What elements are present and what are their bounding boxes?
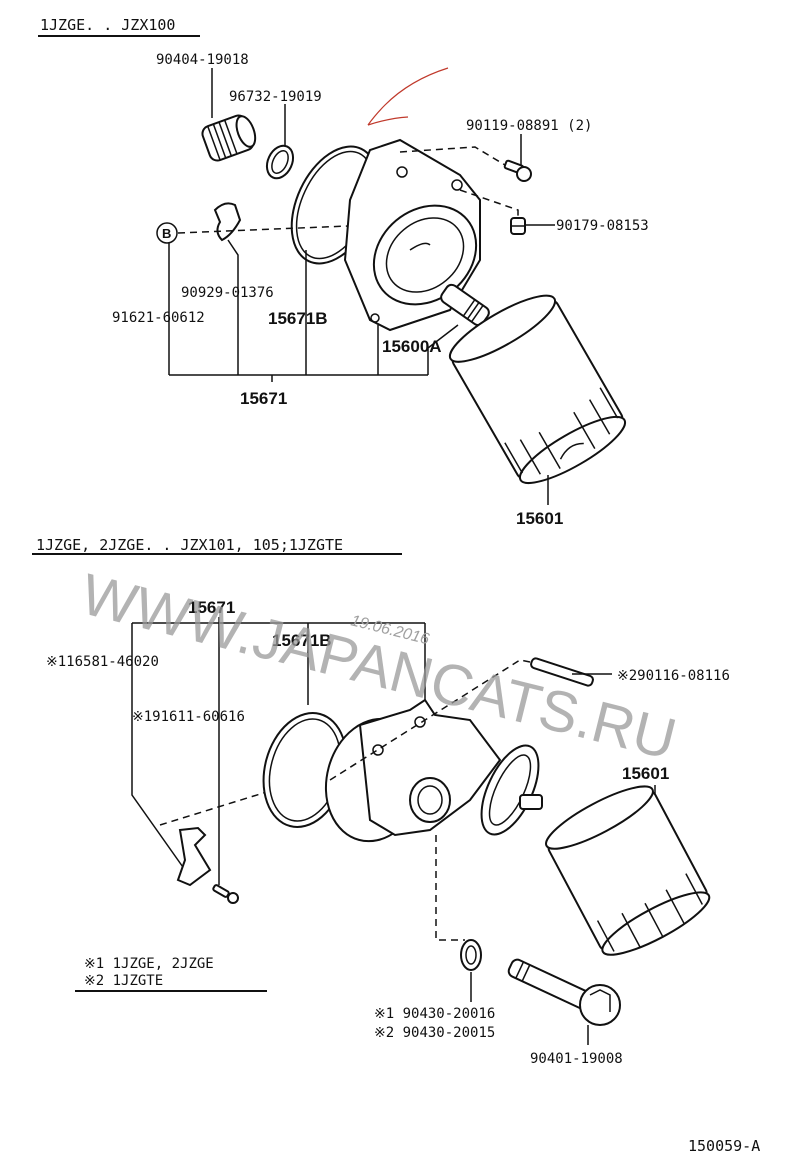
stud-bolt-icon[interactable]: [530, 657, 594, 687]
filter-bracket-icon[interactable]: [343, 138, 496, 332]
section-2: 1JZGE, 2JZGE. . JZX101, 105;1JZGTE 15671…: [32, 536, 730, 1067]
legend-item-2: ※2 1JZGTE: [84, 973, 163, 989]
part-label-90404-19018[interactable]: 90404-19018: [156, 52, 249, 68]
part-label-15671B-s2[interactable]: 15671B: [272, 631, 332, 650]
dash-guide-stud: [329, 659, 531, 781]
part-label-90401-19008[interactable]: 90401-19008: [530, 1051, 623, 1067]
dash-guide-washer: [435, 835, 465, 941]
gasket-icon[interactable]: [262, 142, 298, 183]
part-label-90929-01376[interactable]: 90929-01376: [181, 285, 274, 301]
dash-guide-bolt: [399, 146, 506, 166]
part-label-91611-60616[interactable]: ※191611-60616: [132, 709, 245, 725]
gasket-inner: [271, 149, 289, 175]
bolt-icon[interactable]: [212, 884, 239, 904]
legend-item-1: ※1 1JZGE, 2JZGE: [84, 956, 214, 972]
part-label-16581-46020[interactable]: ※116581-46020: [46, 654, 159, 670]
washer-inner: [465, 945, 477, 965]
sheet-code: 150059-A: [688, 1137, 760, 1155]
section-1-title: 1JZGE. . JZX100: [40, 16, 175, 34]
part-label-90179-08153[interactable]: 90179-08153: [556, 218, 649, 234]
part-label-15601-s2[interactable]: 15601: [622, 764, 669, 783]
part-label-90430-20016[interactable]: ※1 90430-20016: [374, 1006, 495, 1022]
drain-plug-icon[interactable]: [200, 112, 259, 163]
part-label-90430-20015[interactable]: ※2 90430-20015: [374, 1025, 495, 1041]
callout-b-circle[interactable]: [156, 222, 178, 244]
washer-icon[interactable]: [460, 939, 482, 971]
part-label-90116-08116[interactable]: ※290116-08116: [617, 668, 730, 684]
callout-b-text: B: [162, 226, 171, 241]
part-label-96732-19019[interactable]: 96732-19019: [229, 89, 322, 105]
leader-p5: [227, 239, 239, 375]
part-label-91621-60612[interactable]: 91621-60612: [112, 310, 205, 326]
leader-p8: [427, 324, 459, 375]
oil-filter-icon[interactable]: [443, 285, 633, 494]
part-label-15601[interactable]: 15601: [516, 509, 563, 528]
part-label-15671-s2[interactable]: 15671: [188, 598, 235, 617]
part-label-15671B[interactable]: 15671B: [268, 309, 328, 328]
union-bolt-icon[interactable]: [507, 958, 621, 1026]
leader-q3: [131, 623, 186, 871]
clip-icon[interactable]: [213, 202, 242, 242]
bolt-icon[interactable]: [503, 159, 532, 182]
bracket-icon[interactable]: [176, 826, 212, 887]
section-2-title: 1JZGE, 2JZGE. . JZX101, 105;1JZGTE: [36, 536, 343, 554]
dash-guide-b: [177, 225, 349, 234]
part-label-15671[interactable]: 15671: [240, 389, 287, 408]
dash-guide-nut: [459, 189, 519, 218]
annotation-arrow-icon: [367, 67, 449, 126]
section-1: 1JZGE. . JZX100 90404-19018 96732-19019: [38, 16, 649, 528]
part-label-90119-08891[interactable]: 90119-08891 (2): [466, 118, 592, 134]
oil-filter-icon[interactable]: [539, 776, 715, 965]
filter-housing-icon[interactable]: [313, 698, 551, 852]
nut-icon[interactable]: [510, 217, 526, 235]
part-label-15600A[interactable]: 15600A: [382, 337, 442, 356]
